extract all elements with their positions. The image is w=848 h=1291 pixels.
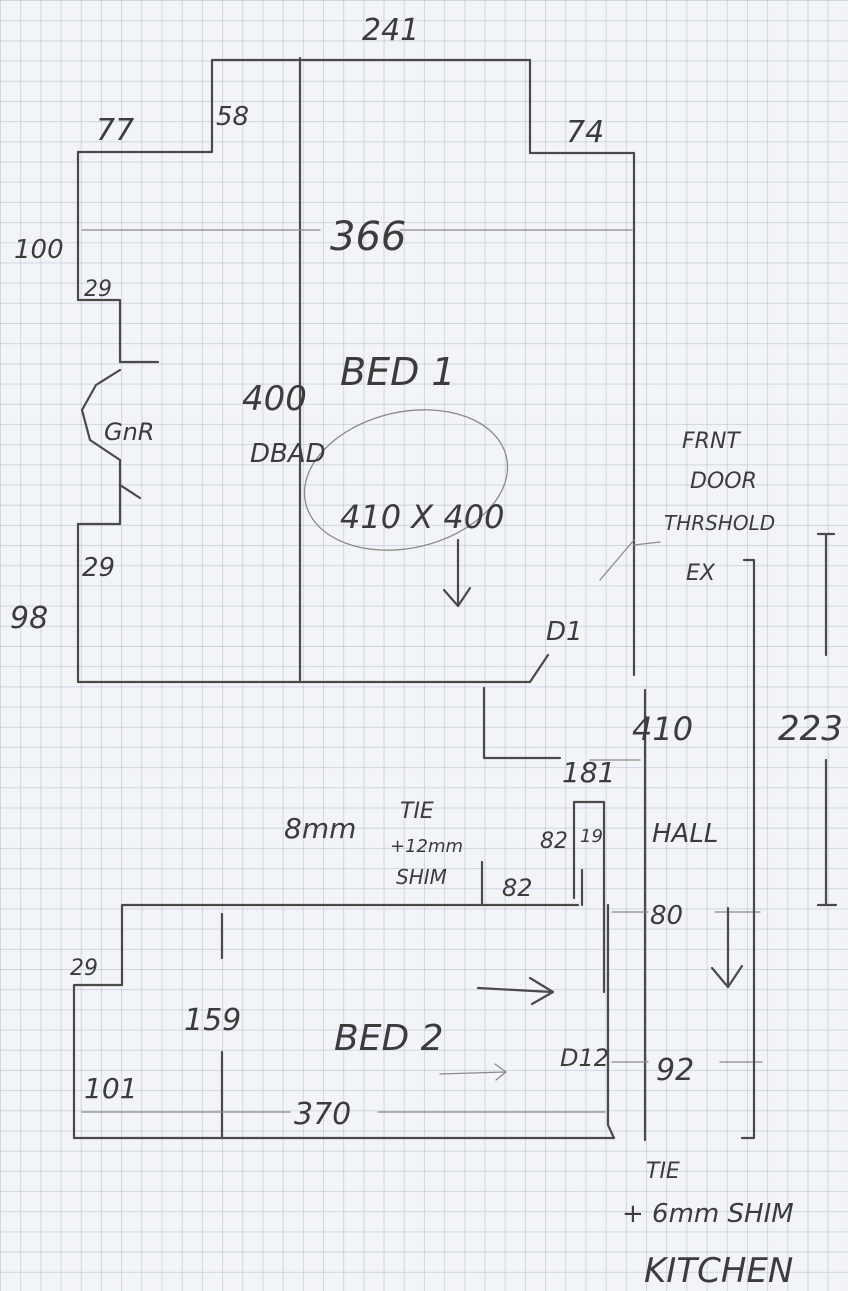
tie-label-3: SHIM [396,865,447,889]
dim-241: 241 [362,13,419,48]
bedroom-1-walls [76,56,636,684]
front-door-label-1: FRNT [682,429,741,454]
tie-shim-label-1: TIE [646,1159,680,1184]
dim-223-left-line [740,558,756,1140]
floor-8mm-label: 8mm [284,812,356,845]
dim-223: 223 [778,709,843,749]
front-door-label-2: DOOR [690,469,757,494]
dim-98: 98 [10,601,48,636]
dim-223-right-line [816,532,838,907]
board-note: DBAD [250,439,326,469]
bed1-closet-doors [80,360,160,500]
bed2-outer-wall [72,903,616,1140]
dim-159: 159 [184,1003,241,1038]
hall-stub-box [572,800,606,994]
front-door-label-3: THRSHOLD [664,511,775,535]
dim-29-bottom: 29 [82,553,115,583]
bedroom-1-label: BED 1 [340,350,456,394]
dim-58: 58 [216,102,249,132]
hall-down-arrow [710,906,744,989]
hall-corner-wall [482,686,562,760]
dim-74: 74 [566,115,604,150]
dim-82-horizontal: 82 [502,874,533,902]
bed2-faint-arrow [439,1063,508,1081]
bedroom-2-label: BED 2 [334,1018,444,1059]
bed1-down-arrow [442,538,472,608]
bed1-left-wall [76,150,550,684]
front-door-swing [633,541,661,546]
bed1-size-label: 410 X 400 [340,498,504,536]
dim-366: 366 [330,214,406,260]
dim-370: 370 [294,1097,351,1132]
dim-29-top: 29 [84,277,112,302]
bedroom-2-walls [72,903,616,1140]
closet-gnr-label: GnR [104,418,154,446]
dim-101: 101 [84,1072,137,1105]
door-d1-label: D1 [546,617,583,647]
hall-walls [480,532,838,1142]
dim-29-bed2: 29 [70,956,98,981]
door-d12-label: D12 [560,1044,609,1072]
hall-label: HALL [652,819,718,849]
kitchen-label: KITCHEN [644,1251,793,1291]
bed1-size-ellipse [303,409,509,551]
dim-410: 410 [632,710,693,748]
dim-80: 80 [650,901,683,931]
dim-77: 77 [96,113,134,148]
bed2-right-arrow [476,976,555,1006]
dim-100: 100 [14,235,64,265]
dim-92: 92 [656,1053,694,1088]
tie-label-1: TIE [400,799,434,824]
bed1-door-swing [599,539,635,581]
bed1-outer-wall [76,58,636,677]
front-door-label-4: EX [686,561,716,586]
dim-19: 19 [580,826,603,847]
dim-82-vertical: 82 [540,829,568,854]
tie-label-2: +12mm [390,836,463,857]
dim-400: 400 [242,379,307,419]
dim-181: 181 [562,756,615,789]
tie-shim-label-2: + 6mm SHIM [622,1199,794,1229]
